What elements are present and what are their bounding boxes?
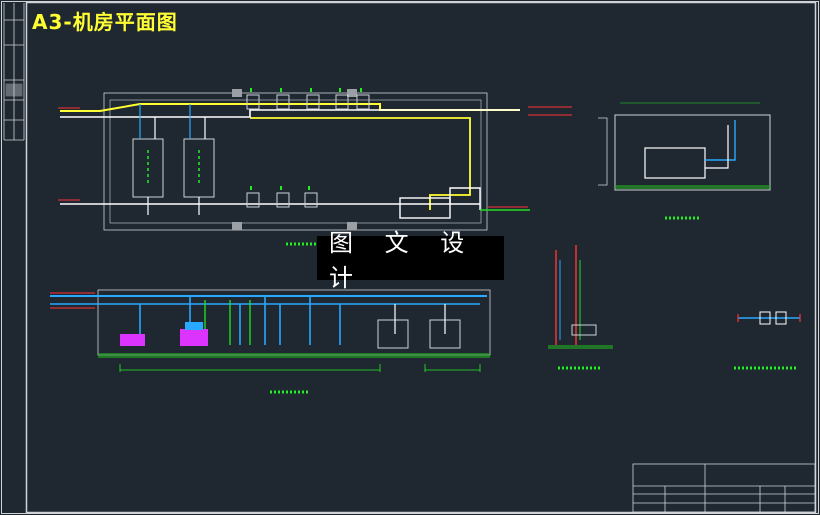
watermark-banner: 图 文 设 计 [317,229,504,292]
inner-border [25,1,817,514]
fitting-detail [734,311,801,370]
riser-detail [548,245,613,370]
binding-strip [3,3,25,141]
section-view [50,289,491,394]
drawing-title: A3-机房平面图 [32,10,178,34]
title-block [632,463,816,513]
tank-room-view [598,102,771,220]
plan-view [58,88,572,246]
